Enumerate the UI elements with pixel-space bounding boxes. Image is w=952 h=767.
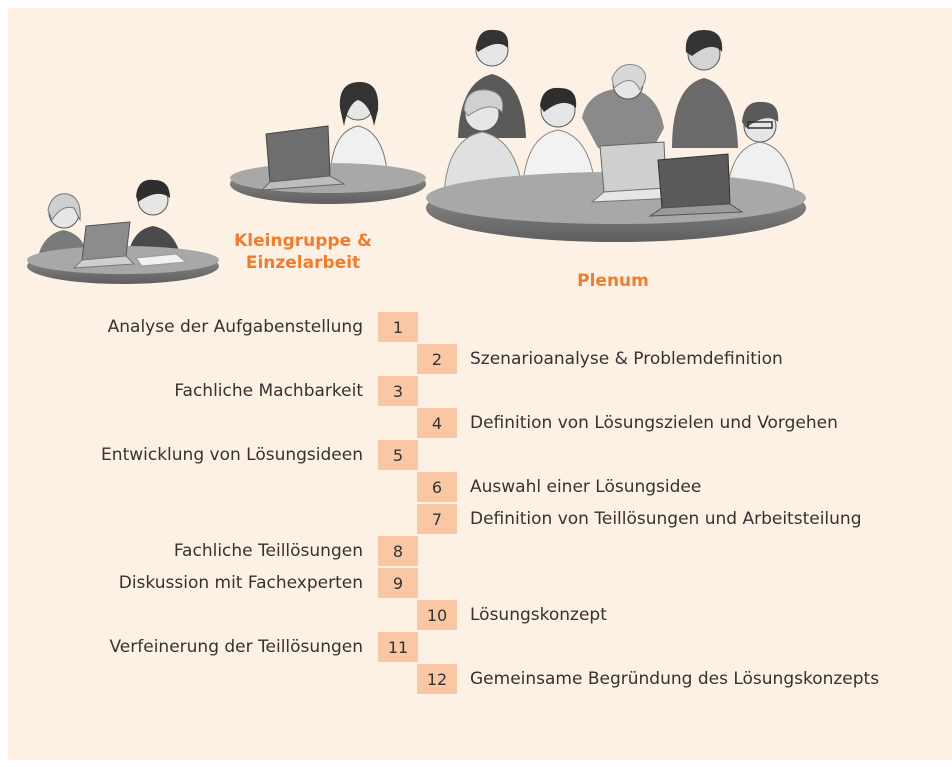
small-group-header-line1: Kleingruppe & <box>234 231 372 251</box>
step-number-1: 1 <box>378 312 418 342</box>
step-number-9: 9 <box>378 568 418 598</box>
step-number-4: 4 <box>417 408 457 438</box>
small-group-header-line2: Einzelarbeit <box>245 253 361 273</box>
diagram-panel: Kleingruppe & Einzelarbeit Plenum 1 Analy… <box>8 8 952 760</box>
individual-work-illustration <box>230 82 426 204</box>
step-number-7: 7 <box>417 504 457 534</box>
step-label-7: Definition von Teillösungen und Arbeitst… <box>470 509 862 529</box>
step-label-3: Fachliche Machbarkeit <box>174 381 363 401</box>
pair-work-illustration <box>27 179 219 284</box>
step-label-8: Fachliche Teillösungen <box>173 541 363 561</box>
step-label-9: Diskussion mit Fachexperten <box>118 573 363 593</box>
step-number-6: 6 <box>417 472 457 502</box>
step-number-11: 11 <box>378 632 418 662</box>
step-number-10: 10 <box>417 600 457 630</box>
step-label-12: Gemeinsame Begründung des Lösungskonzept… <box>470 669 880 689</box>
step-label-1: Analyse der Aufgabenstellung <box>107 317 363 337</box>
step-label-11: Verfeinerung der Teillösungen <box>109 637 364 657</box>
step-number-5: 5 <box>378 440 418 470</box>
step-label-5: Entwicklung von Lösungsideen <box>101 445 363 465</box>
step-number-12: 12 <box>417 664 457 694</box>
step-label-10: Lösungskonzept <box>470 605 607 625</box>
plenum-illustration <box>426 29 806 242</box>
step-label-6: Auswahl einer Lösungsidee <box>470 477 702 497</box>
step-label-2: Szenarioanalyse & Problemdefinition <box>470 349 783 369</box>
small-group-header: Kleingruppe & Einzelarbeit <box>218 230 388 274</box>
people-illustration <box>27 29 806 284</box>
plenum-header: Plenum <box>577 271 649 291</box>
step-label-4: Definition von Lösungszielen und Vorgehe… <box>470 413 838 433</box>
step-number-2: 2 <box>417 344 457 374</box>
step-number-3: 3 <box>378 376 418 406</box>
step-number-8: 8 <box>378 536 418 566</box>
